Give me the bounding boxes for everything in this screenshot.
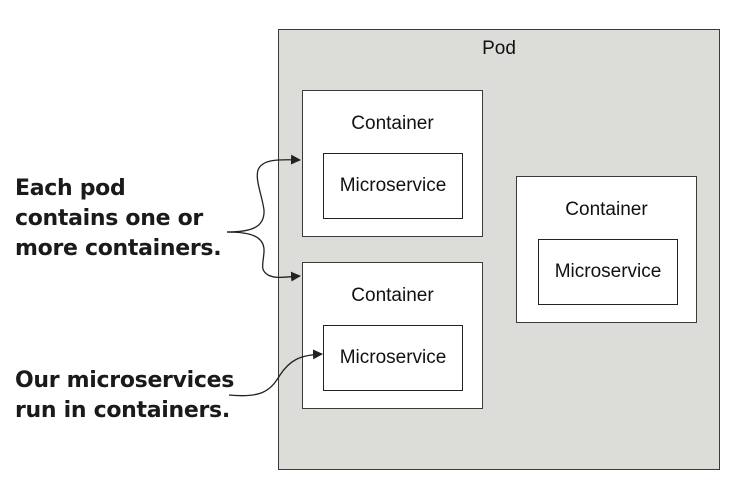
- pod-annotation-line: Each pod: [15, 176, 126, 201]
- microservice-annotation-line: Our microservices: [15, 368, 235, 393]
- microservice-box-2: Microservice: [323, 325, 463, 391]
- container-label: Container: [351, 113, 434, 134]
- brace-arrow-to-container-1: [226, 154, 301, 233]
- microservice-box-1: Microservice: [323, 153, 463, 219]
- pod-annotation: Each pod contains one or more containers…: [15, 174, 222, 264]
- brace-arrow-to-container-2: [226, 231, 301, 282]
- pod-annotation-line: contains one or: [15, 206, 203, 231]
- pod-label: Pod: [482, 38, 516, 59]
- arrow-to-microservice-2: [228, 349, 323, 397]
- microservice-annotation-line: run in containers.: [15, 398, 230, 423]
- microservice-box-3: Microservice: [538, 239, 678, 305]
- pod-annotation-line: more containers.: [15, 236, 222, 261]
- container-label: Container: [565, 199, 648, 220]
- microservice-annotation: Our microservices run in containers.: [15, 366, 234, 426]
- container-label: Container: [351, 285, 434, 306]
